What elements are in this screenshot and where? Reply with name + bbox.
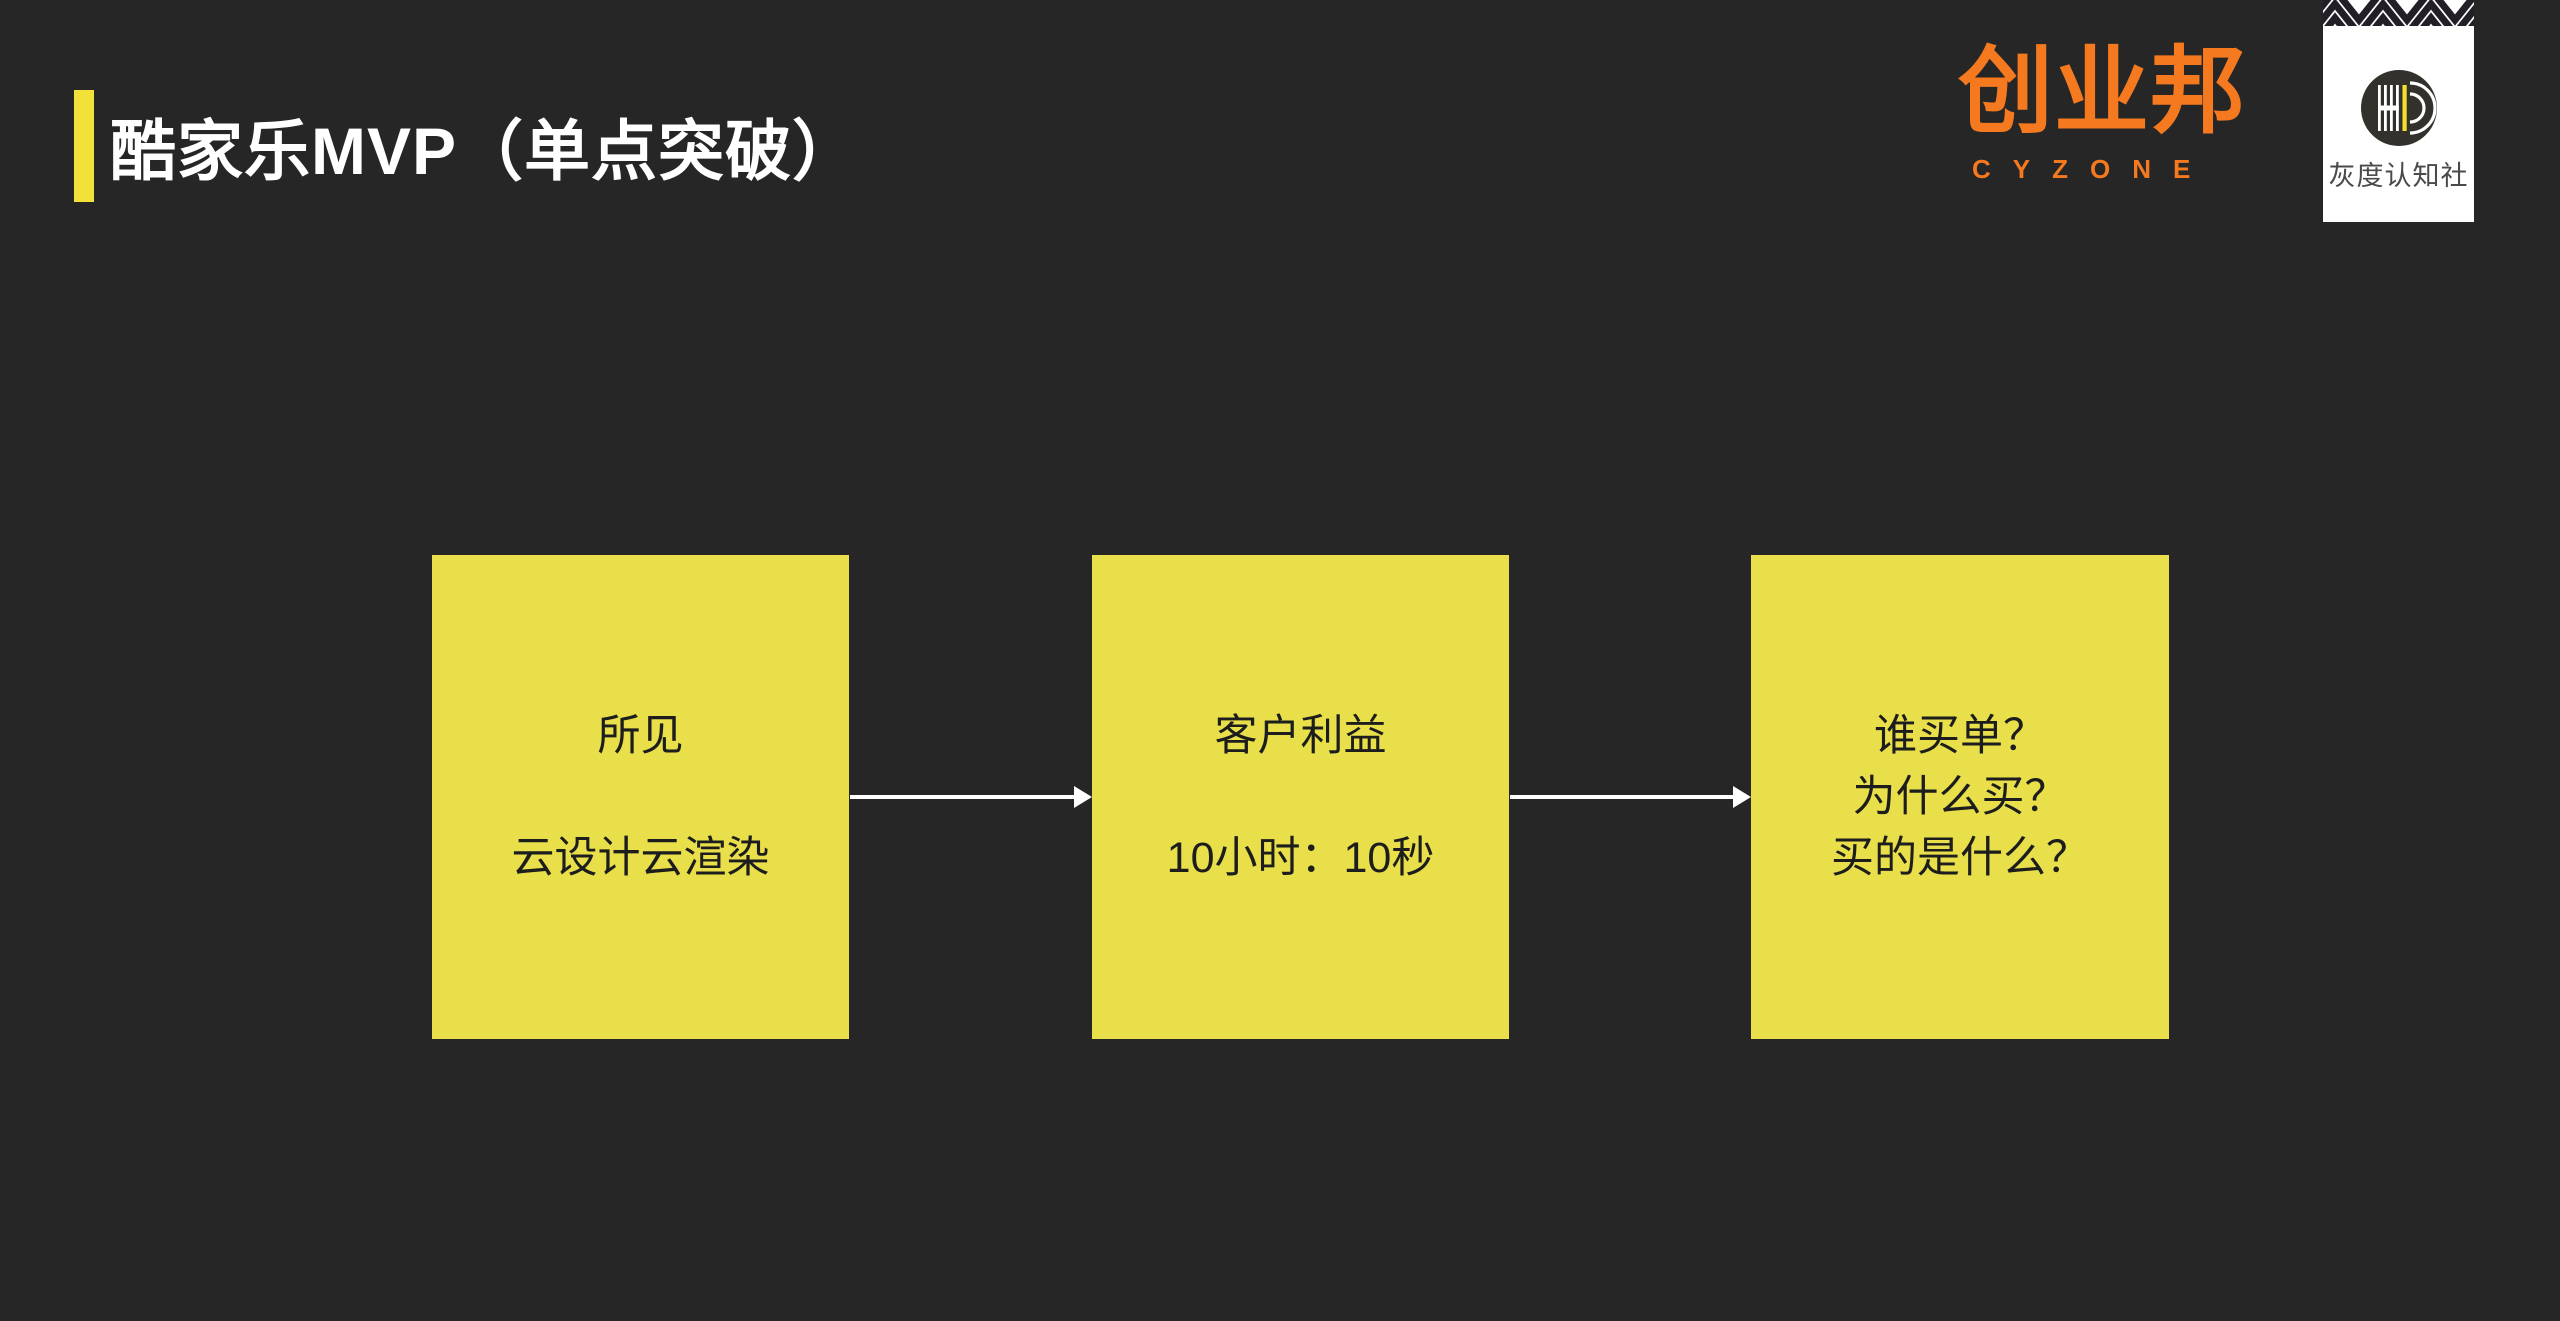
flow-box-1: 所见 云设计云渲染 <box>432 555 849 1039</box>
zigzag-chevron-pattern-icon <box>2323 0 2474 26</box>
box-3-line-2: 为什么买？ <box>1852 772 2068 821</box>
huidu-label: 灰度认知社 <box>2328 161 2469 191</box>
flow-box-3: 谁买单？ 为什么买？ 买的是什么？ <box>1751 555 2169 1039</box>
box-3-line-3: 买的是什么？ <box>1831 833 2089 882</box>
box-2-line-1: 客户利益 <box>1214 711 1387 760</box>
huidu-logo-card: 灰度认知社 <box>2323 0 2474 222</box>
flow-arrow-1 <box>850 786 1092 808</box>
flow-arrow-2 <box>1510 786 1751 808</box>
title-accent-bar <box>74 90 94 202</box>
box-1-line-2: 云设计云渲染 <box>511 833 770 882</box>
hd-circle-monogram-icon <box>2360 70 2437 146</box>
page-title: 酷家乐MVP（单点突破） <box>110 114 860 188</box>
cyzone-logo: 创业邦 CYZONE <box>1958 42 2258 185</box>
flow-box-2: 客户利益 10小时：10秒 <box>1092 555 1509 1039</box>
box-1-line-1: 所见 <box>597 711 684 760</box>
cyzone-wordmark: 创业邦 <box>1958 39 2247 145</box>
box-3-line-1: 谁买单？ <box>1874 711 2046 760</box>
box-2-line-2: 10小时：10秒 <box>1166 833 1435 882</box>
cyzone-subtext: CYZONE <box>1972 154 2213 184</box>
